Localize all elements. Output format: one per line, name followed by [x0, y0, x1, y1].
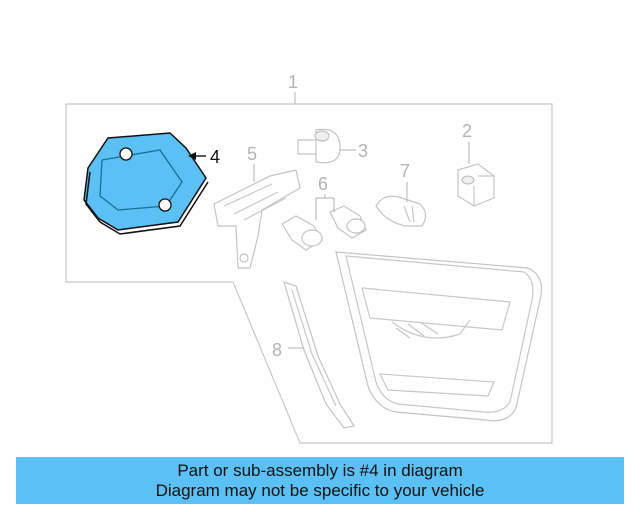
- callout-5-label: 5: [247, 144, 257, 164]
- part-4-gasket[interactable]: [83, 132, 209, 235]
- info-banner: Part or sub-assembly is #4 in diagram Di…: [16, 457, 624, 504]
- part-8-seal: [283, 281, 355, 429]
- callout-6-leader: [315, 194, 335, 220]
- assembly-outline: [65, 103, 553, 444]
- part-5-bracket: [213, 169, 301, 269]
- lamp-housing: [335, 251, 543, 422]
- callout-7-label: 7: [400, 161, 410, 181]
- callout-8-label: 8: [272, 340, 282, 360]
- callout-3-label: 3: [358, 141, 368, 161]
- banner-line-part: Part or sub-assembly is #4 in diagram: [177, 460, 463, 480]
- part-6-bulbs: [281, 205, 367, 251]
- parts-diagram: 1 4 5 3 2 6: [65, 72, 553, 444]
- callout-4-label: 4: [210, 147, 220, 167]
- banner-line-disclaimer: Diagram may not be specific to your vehi…: [155, 480, 485, 500]
- callout-1-label: 1: [288, 72, 298, 92]
- callout-4-arrowhead: [188, 152, 196, 160]
- part-7-bulb: [375, 195, 427, 227]
- callout-6-label: 6: [318, 174, 328, 194]
- part-3-socket: [297, 128, 341, 164]
- part-2-socket: [457, 163, 495, 207]
- callout-2-label: 2: [462, 121, 472, 141]
